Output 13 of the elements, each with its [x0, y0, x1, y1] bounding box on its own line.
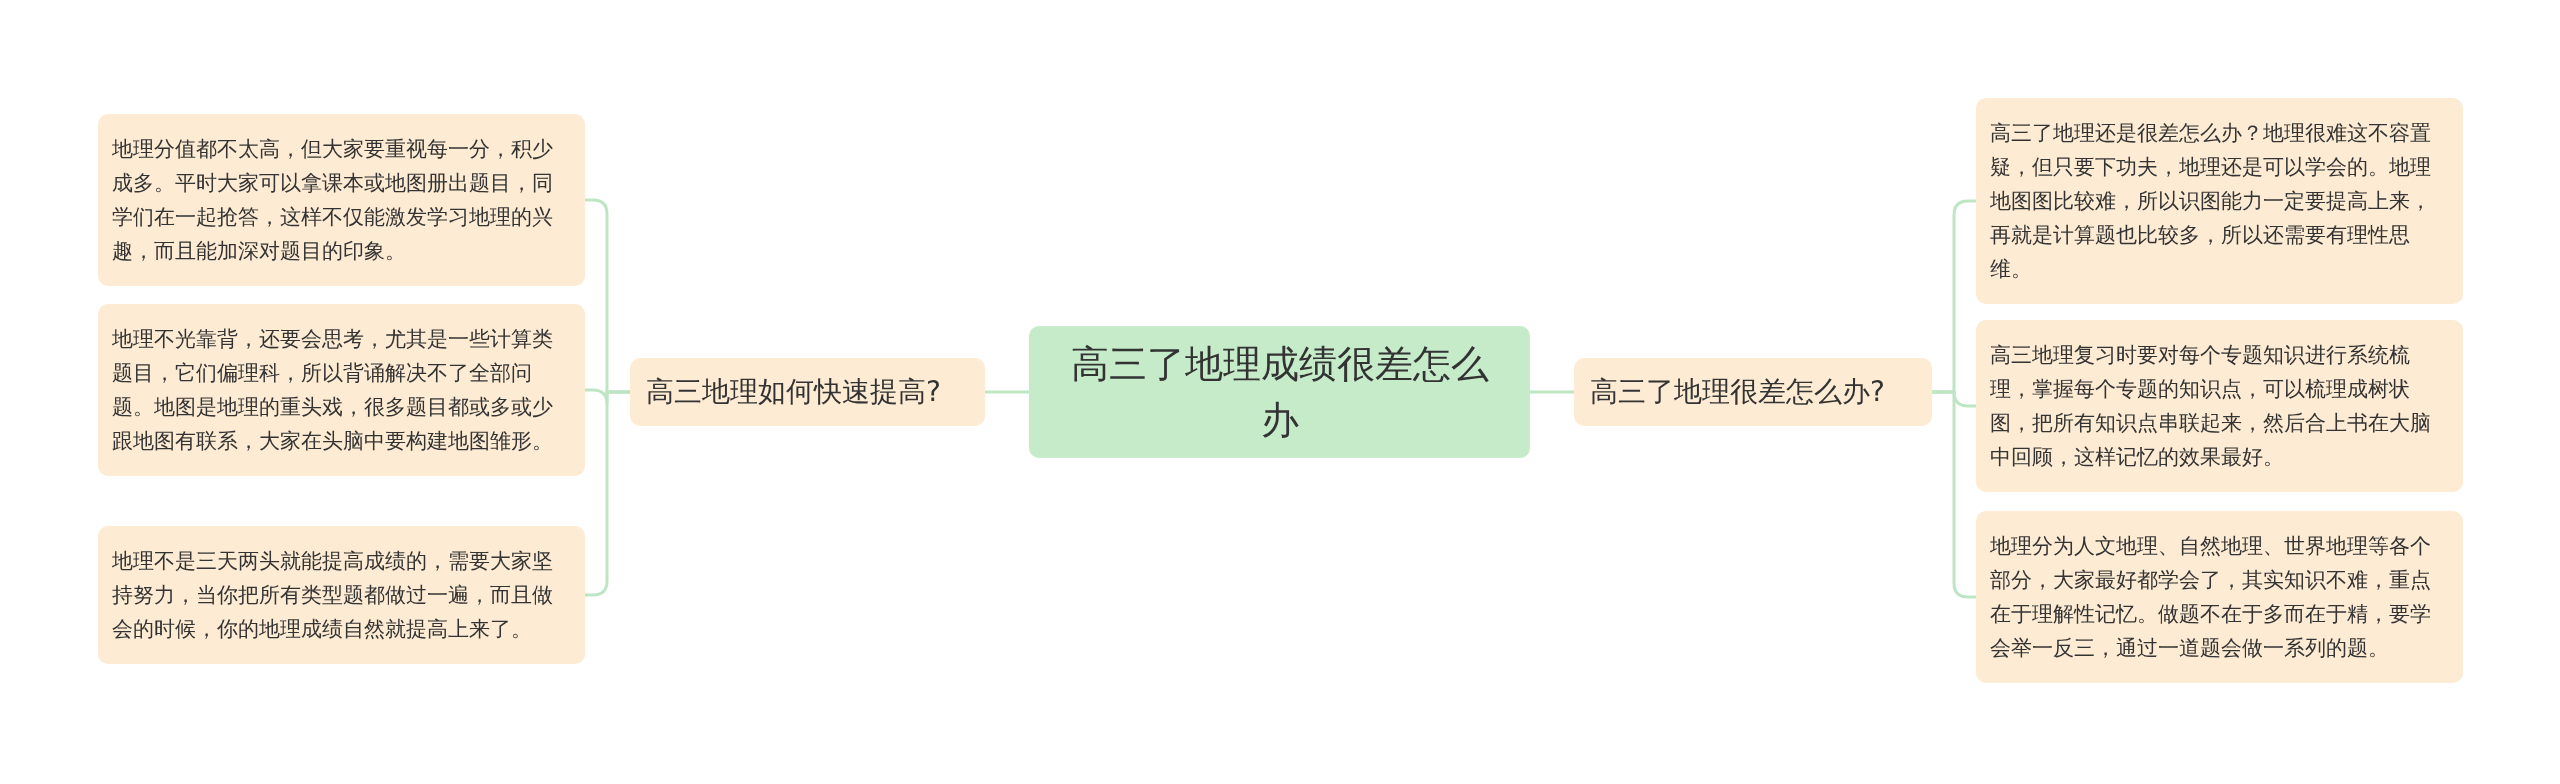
- note-box: 高三地理复习时要对每个专题知识进行系统梳理，掌握每个专题的知识点，可以梳理成树状图，把所有知识点串联起来，然后合上书在大脑中回顾，这样记忆的效果最好。: [1976, 320, 2463, 492]
- connector-line: [1932, 390, 1976, 599]
- connector-line: [985, 390, 1029, 394]
- note-box: 地理不光靠背，还要会思考，尤其是一些计算类题目，它们偏理科，所以背诵解决不了全部问题。地图是地理的重头戏，很多题目都或多或少跟地图有联系，大家在头脑中要构建地图雏形。: [98, 304, 585, 476]
- note-box: 地理分值都不太高，但大家要重视每一分，积少成多。平时大家可以拿课本或地图册出题目，同学们在一起抢答，这样不仅能激发学习地理的兴趣，而且能加深对题目的印象。: [98, 114, 585, 286]
- note-box: 地理不是三天两头就能提高成绩的，需要大家坚持努力，当你把所有类型题都做过一遍，而且做会的时候，你的地理成绩自然就提高上来了。: [98, 526, 585, 664]
- central-topic-box: 高三了地理成绩很差怎么办: [1029, 326, 1530, 458]
- note-box: 高三了地理还是很差怎么办？地理很难这不容置疑，但只要下功夫，地理还是可以学会的。地理地图图比较难，所以识图能力一定要提高上来，再就是计算题也比较多，所以还需要有理性思维。: [1976, 98, 2463, 304]
- note-box: 地理分为人文地理、自然地理、世界地理等各个部分，大家最好都学会了，其实知识不难，重点在于理解性记忆。做题不在于多而在于精，要学会举一反三，通过一道题会做一系列的题。: [1976, 511, 2463, 683]
- subtopic-box: 高三地理如何快速提高?: [630, 358, 985, 426]
- subtopic-box: 高三了地理很差怎么办?: [1574, 358, 1932, 426]
- connector-line: [1530, 390, 1574, 394]
- connector-line: [585, 390, 630, 597]
